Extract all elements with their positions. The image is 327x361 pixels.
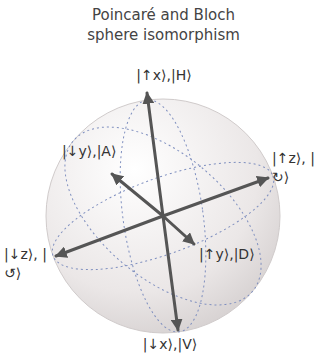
diagram-title: Poincaré and Bloch sphere isomorphism [83, 6, 244, 45]
state-label: |↓x⟩,|V⟩ [120, 335, 220, 354]
state-label: |↑x⟩,|H⟩ [114, 66, 214, 85]
state-label: |↓z⟩, |↺⟩ [4, 245, 56, 283]
state-label: |↑z⟩, |↻⟩ [272, 149, 324, 187]
axis-arrows [56, 93, 268, 330]
sphere-grid [34, 93, 293, 338]
state-label: |↓y⟩,|A⟩ [62, 142, 142, 161]
state-label: |↑y⟩,|D⟩ [199, 245, 279, 264]
